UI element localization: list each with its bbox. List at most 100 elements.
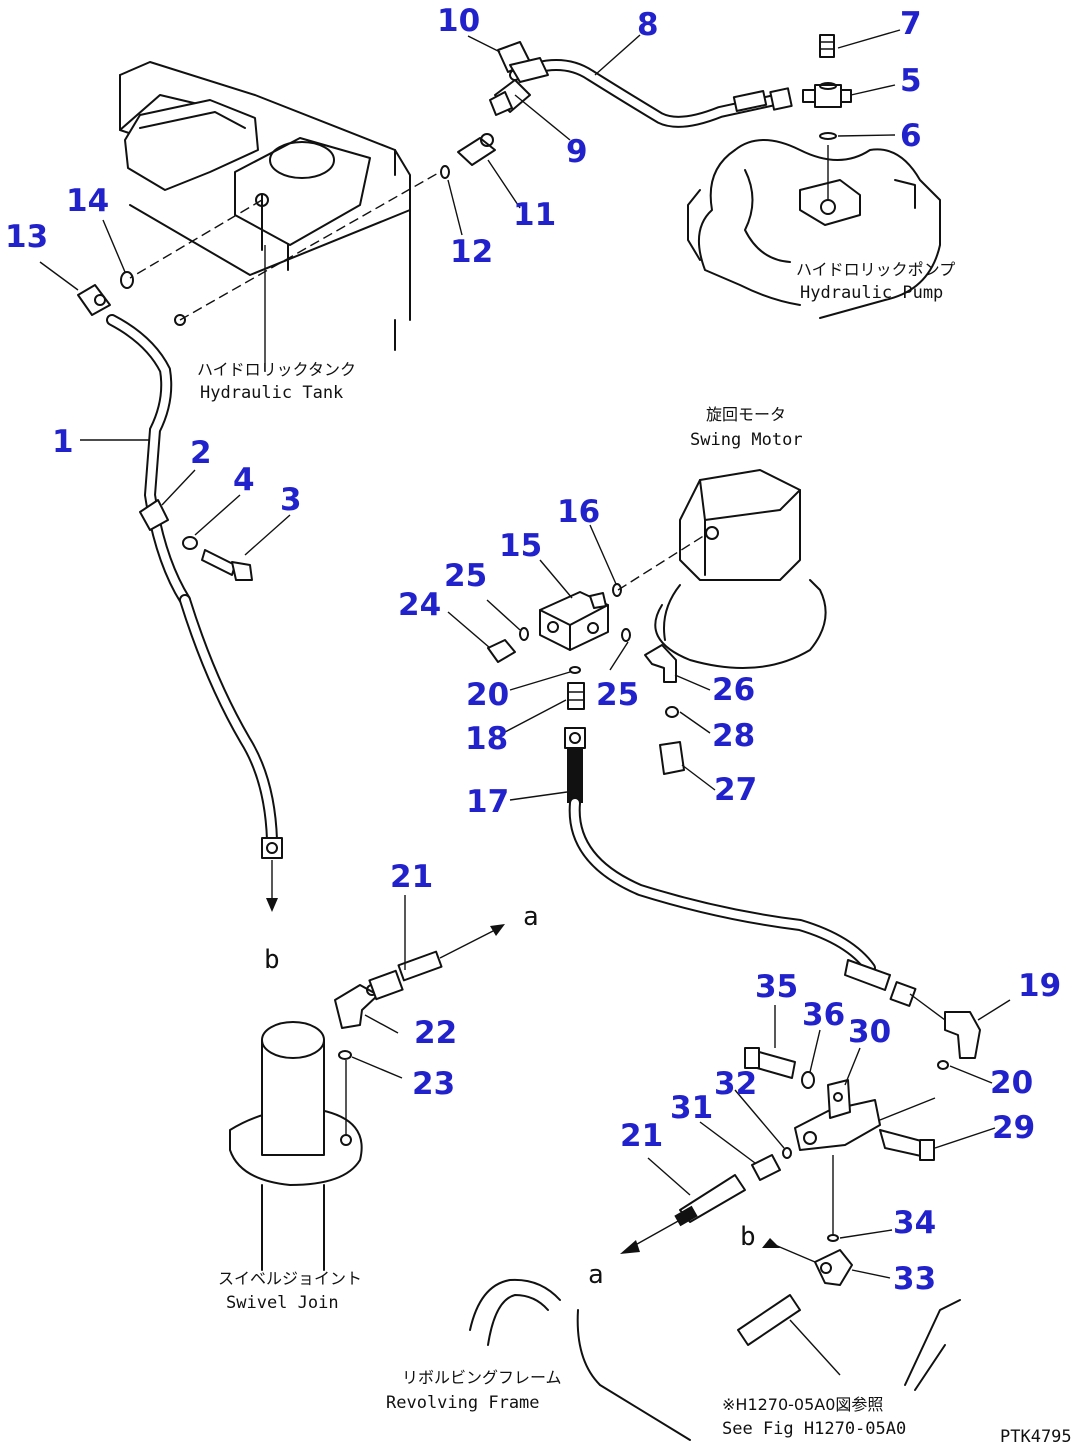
callout-8: 8 — [637, 7, 659, 43]
oring-25-a — [519, 627, 529, 641]
callout-12: 12 — [450, 234, 493, 270]
connector-31 — [751, 1154, 781, 1181]
revolving-frame — [469, 1278, 691, 1441]
see-fig-jp: ※H1270-05A0図参照 — [722, 1395, 883, 1414]
letter-b-left: b — [264, 945, 280, 975]
oring-32 — [782, 1147, 792, 1159]
hydraulic-tank — [119, 61, 441, 372]
callout-30: 30 — [848, 1014, 891, 1050]
callout-34: 34 — [893, 1205, 936, 1241]
swivel-joint-en: Swivel Join — [226, 1293, 339, 1313]
pipe-8 — [509, 59, 793, 128]
oring-12 — [440, 165, 450, 179]
oring-14 — [120, 271, 134, 289]
hydraulic-tank-jp: ハイドロリックタンク — [197, 360, 356, 379]
hose-ref — [737, 1294, 961, 1391]
oring-25-b — [621, 628, 631, 642]
clamp-2 — [139, 499, 169, 531]
letter-b-bottom: b — [740, 1222, 756, 1252]
hose-1 — [106, 314, 283, 912]
tee-5 — [802, 82, 852, 108]
callout-28: 28 — [712, 718, 755, 754]
oring-16 — [612, 583, 622, 597]
hose-21-top — [368, 924, 505, 1001]
elbow-9 — [489, 79, 531, 116]
elbow-22 — [334, 984, 379, 1029]
callout-26: 26 — [712, 672, 755, 708]
callout-25-a: 25 — [444, 558, 487, 594]
swivel-joint-jp: スイベルジョイント — [218, 1269, 362, 1288]
revolving-frame-jp: リボルビングフレーム — [402, 1368, 562, 1387]
hydraulic-tank-en: Hydraulic Tank — [200, 383, 343, 403]
callout-4: 4 — [233, 462, 255, 498]
see-fig-en: See Fig H1270-05A0 — [722, 1419, 906, 1439]
leader-lines — [39, 29, 1011, 1279]
oring-28 — [665, 706, 679, 718]
callout-16: 16 — [557, 494, 600, 530]
oring-6 — [819, 132, 837, 140]
connector-11 — [457, 133, 496, 166]
callout-23: 23 — [412, 1066, 455, 1102]
callout-1: 1 — [52, 424, 74, 460]
callout-29: 29 — [992, 1110, 1035, 1146]
callout-31: 31 — [670, 1090, 713, 1126]
swing-motor-en: Swing Motor — [690, 430, 803, 450]
cap-27 — [659, 741, 685, 775]
callout-25-b: 25 — [596, 677, 639, 713]
bolt-3 — [201, 549, 253, 581]
callout-9: 9 — [566, 134, 588, 170]
callout-19: 19 — [1018, 968, 1061, 1004]
callout-33: 33 — [893, 1261, 936, 1297]
callout-15: 15 — [499, 528, 542, 564]
callout-36: 36 — [802, 997, 845, 1033]
callout-32: 32 — [714, 1066, 757, 1102]
callout-2: 2 — [190, 435, 212, 471]
hydraulic-pump-jp: ハイドロリックポンプ — [796, 260, 955, 279]
callout-numbers: 1 2 3 4 5 6 7 8 9 10 11 12 13 14 15 16 1… — [5, 3, 1061, 1297]
callout-14: 14 — [66, 183, 109, 219]
elbow-19 — [909, 993, 981, 1059]
oring-34 — [827, 1234, 839, 1242]
callout-7: 7 — [900, 6, 922, 42]
adapter-13 — [77, 284, 111, 316]
oring-20-lower — [937, 1060, 949, 1070]
callout-6: 6 — [900, 118, 922, 154]
washer-4 — [182, 536, 198, 550]
hose-21-bottom — [620, 1174, 746, 1254]
callout-10: 10 — [437, 3, 480, 39]
callout-27: 27 — [714, 772, 757, 808]
revolving-frame-en: Revolving Frame — [386, 1393, 540, 1413]
callout-11: 11 — [513, 197, 556, 233]
oring-23 — [338, 1050, 352, 1060]
callout-17: 17 — [466, 784, 509, 820]
letter-a-bottom: a — [588, 1260, 604, 1290]
callout-20-b: 20 — [990, 1065, 1033, 1101]
callout-21-b: 21 — [620, 1118, 663, 1154]
bolt-35 — [744, 1047, 796, 1079]
elbow-26 — [644, 644, 677, 683]
callout-5: 5 — [900, 63, 922, 99]
hose-17 — [564, 727, 917, 1007]
swivel-joint — [229, 1021, 363, 1271]
plug-24 — [487, 639, 516, 663]
letter-a-top: a — [523, 902, 539, 932]
swing-motor-jp: 旋回モータ — [706, 405, 786, 424]
callout-3: 3 — [280, 482, 302, 518]
plug-7 — [819, 34, 835, 58]
washer-36 — [801, 1071, 815, 1089]
callout-18: 18 — [465, 721, 508, 757]
callout-21-a: 21 — [390, 859, 433, 895]
hydraulic-pump — [687, 139, 941, 319]
callout-22: 22 — [414, 1015, 457, 1051]
elbow-33 — [762, 1238, 853, 1286]
plug-29 — [879, 1129, 935, 1161]
fitting-10 — [497, 41, 549, 83]
oring-20-upper — [569, 666, 581, 674]
hydraulic-pump-en: Hydraulic Pump — [800, 283, 943, 303]
callout-20-a: 20 — [466, 677, 509, 713]
callout-35: 35 — [755, 969, 798, 1005]
drawing-code: PTK4795 — [1000, 1427, 1072, 1447]
callout-13: 13 — [5, 219, 48, 255]
swing-motor — [617, 469, 827, 669]
